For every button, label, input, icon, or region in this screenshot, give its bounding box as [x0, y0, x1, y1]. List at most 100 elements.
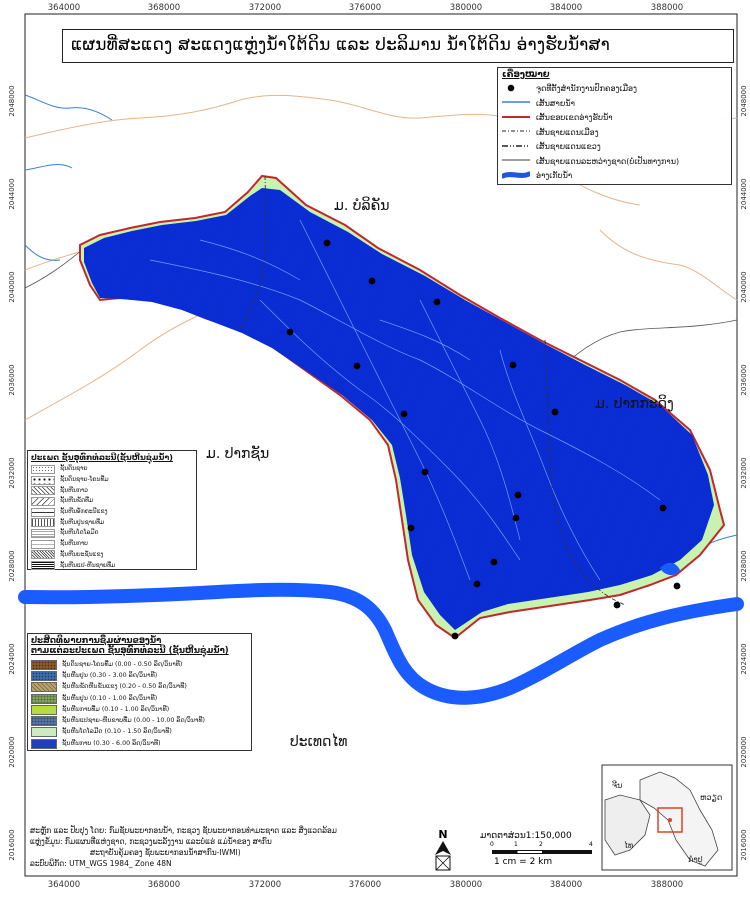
y-tick-label: 2028000: [740, 550, 748, 581]
inset-label: ກຳປູ: [688, 855, 703, 865]
y-tick-label: 2020000: [8, 736, 16, 767]
yield-legend-item: ຊັ້ນຫີນກາບ (0.30 - 6.00 ລິດ/ວິນາທີ): [31, 738, 248, 749]
yield-legend-label: ຊັ້ນຫີນປູນ (0.30 - 3.00 ລິດ/ວິນາທີ): [62, 671, 158, 679]
scale-tick: 0: [490, 841, 494, 848]
pattern-swatch-icon: [31, 528, 55, 538]
scale-label: ມາດຕາສ່ວນ1:150,000: [480, 831, 572, 841]
legend-item: ເສັ້ນຊາຍແດນເມືອງ: [502, 126, 727, 141]
x-tick-label: 376000: [349, 880, 381, 890]
region-label-north: ມ. ບໍລິຄັນ: [334, 196, 389, 214]
y-tick-label: 2024000: [8, 643, 16, 674]
settlement-dot: [490, 558, 498, 566]
settlement-dot: [473, 580, 481, 588]
color-swatch-icon: [31, 738, 57, 749]
pattern-swatch-icon: [31, 550, 55, 560]
settlement-dot: [551, 408, 559, 416]
north-arrow: N: [432, 828, 454, 874]
scale-equivalence: 1 cm = 2 km: [494, 857, 553, 867]
aquifer-legend-item: ຊັ້ນຫີນກາບ: [31, 539, 193, 550]
pattern-swatch-icon: [31, 486, 55, 496]
legend-label: ເສັ້ນຊາຍແດນແຂວງ: [536, 142, 601, 152]
legend-label: ຈຸດທີ່ຕັ້ງສຳນັກງານປົກຄອງເມືອງ: [536, 84, 637, 94]
yield-legend-item: ຊັ້ນຫີນກາບທີ່ມ (0.10 - 1.00 ລິດ/ວິນາທີ): [31, 704, 248, 715]
x-tick-label: 384000: [550, 880, 582, 890]
credits-box: ສະຫຼັກ ແລະ ປັບປຸງ ໂດຍ: ກົມຊັບພະຍາກອນນ້ຳ,…: [27, 825, 419, 875]
legend-symbol-icon: [502, 142, 530, 153]
aquifer-legend-label: ຊັ້ນດິນຊາຍ-ໂຄນທີ່ມ: [60, 476, 109, 484]
legend-symbol-icon: [502, 84, 530, 95]
legend-symbol-icon: [502, 127, 530, 138]
streams: [149, 219, 661, 581]
y-ticks-left: 2016000202000020240002028000203200020360…: [8, 85, 16, 860]
pattern-swatch-icon: [31, 475, 55, 485]
x-tick-label: 376000: [349, 3, 381, 13]
legend-item: ເສັ້ນສາຍນ້ຳ: [502, 97, 727, 112]
pattern-swatch-icon: [31, 561, 55, 571]
credits-line: ລະບົບພິກັດ: UTM_WGS 1984_ Zone 48N: [30, 859, 172, 868]
aquifer-legend-item: ຊັ້ນຫີນຂັດທີ່ມ: [31, 496, 193, 507]
color-swatch-icon: [31, 670, 57, 681]
region-label-east: ມ. ປາກກະດິງ: [595, 394, 674, 412]
y-tick-label: 2048000: [740, 85, 748, 116]
y-tick-label: 2028000: [8, 550, 16, 581]
legend-item: ຈຸດທີ່ຕັ້ງສຳນັກງານປົກຄອງເມືອງ: [502, 82, 727, 97]
north-arrow-icon: [435, 841, 451, 871]
y-ticks-right: 2016000202000020240002028000203200020360…: [740, 85, 748, 860]
north-letter: N: [438, 828, 448, 841]
aquifer-legend-item: ຊັ້ນຫີນອັກຄະນີແຂງ: [31, 507, 193, 518]
legend-label: ເສັ້ນຂອບເຂດອ່າງຮັບນ້ຳ: [536, 113, 613, 123]
inset-label: ຈີນ: [612, 780, 622, 790]
legend-label: ເສັ້ນຊາຍແດນລະຫວ່າງຊາດ(ບໍ່ເປັນທາງການ): [536, 156, 680, 166]
yield-legend-item: ຊັ້ນຫີນປູນ (0.30 - 3.00 ລິດ/ວິນາທີ): [31, 670, 248, 681]
legend-item: ເສັ້ນຂອບເຂດອ່າງຮັບນ້ຳ: [502, 111, 727, 126]
legend-symbol-icon: [502, 98, 530, 109]
inset-map[interactable]: ຈີນ ຫວຽດ ໄທ ກຳປູ: [601, 764, 733, 871]
settlement-dot: [659, 504, 667, 512]
aquifer-legend-label: ຊັ້ນດິນຊາຍ: [60, 465, 88, 473]
settlement-dot: [368, 277, 376, 285]
yield-legend-subtitle: ຕາມແຕ່ລະປະເພດ ຊັ້ນອຸທົກທໍລະນີ (ຊັ້ນຫີນຊຸ…: [31, 646, 229, 656]
yield-legend-item: ຊັ້ນຫີນແປຊາຍ-ຫີນຂາບທີ່ມ (0.00 - 10.00 ລິ…: [31, 715, 248, 727]
y-tick-label: 2020000: [740, 736, 748, 767]
settlement-dot: [673, 582, 681, 590]
x-tick-label: 380000: [450, 3, 482, 13]
x-tick-label: 388000: [651, 3, 683, 13]
x-tick-label: 372000: [249, 3, 281, 13]
yield-legend-label: ຊັ້ນດິນຊາຍ-ໂຄນທີ່ມ (0.00 - 0.50 ລິດ/ວິນາ…: [62, 660, 183, 668]
legend-label: ເສັ້ນຊາຍແດນເມືອງ: [536, 127, 599, 137]
settlement-dots[interactable]: [286, 239, 681, 640]
yield-legend-item: ຊັ້ນຫີນໂດໂລມີດ (0.10 - 1.50 ລິດ/ວິນາທີ): [31, 727, 248, 738]
aquifer-legend-item: ຊັ້ນຫີນແປ-ຫີນຊາຍທີ່ມ: [31, 560, 193, 571]
settlement-dot: [613, 601, 621, 609]
scale-box: ມາດຕາສ່ວນ1:150,000 0 1 2 4 1 cm = 2 km: [470, 827, 610, 875]
x-tick-label: 368000: [148, 880, 180, 890]
color-swatch-icon: [31, 693, 57, 704]
y-tick-label: 2036000: [8, 364, 16, 395]
color-swatch-icon: [31, 727, 57, 738]
legend-symbol-icon: [502, 113, 530, 124]
yield-legend-label: ຊັ້ນຫີນແປຊາຍ-ຫີນຂາບທີ່ມ (0.00 - 10.00 ລິ…: [62, 717, 205, 725]
map-title: ແຜນທີ່ສະແດງ ສະແດງແຫຼ່ງນ້ຳໃຕ້ດິນ ແລະ ປະລິ…: [62, 29, 734, 63]
yield-legend-label: ຊັ້ນຫີນກາບທີ່ມ (0.10 - 1.00 ລິດ/ວິນາທີ): [62, 705, 170, 713]
yield-legend-item: ຊັ້ນດິນຊາຍ-ໂຄນທີ່ມ (0.00 - 0.50 ລິດ/ວິນາ…: [31, 659, 248, 670]
x-tick-label: 368000: [148, 3, 180, 13]
legend-label: ເສັ້ນສາຍນ້ຳ: [536, 98, 575, 108]
settlement-dot: [509, 361, 517, 369]
y-tick-label: 2044000: [8, 178, 16, 209]
y-tick-label: 2040000: [8, 271, 16, 302]
region-label-west: ມ. ປາກຊັນ: [206, 446, 269, 462]
legend-item: ເສັ້ນຊາຍແດນແຂວງ: [502, 140, 727, 155]
scale-tick: 2: [539, 841, 543, 848]
reservoir: [660, 562, 680, 576]
aquifer-legend-label: ຊັ້ນຫີນຂັດທີ່ມ: [60, 497, 94, 505]
y-tick-label: 2040000: [740, 271, 748, 302]
legend-symbol-icon: [502, 171, 532, 182]
aquifer-legend-item: ຊັ້ນຫີນກາວ: [31, 485, 193, 496]
settlement-dot: [353, 362, 361, 370]
legend-box: ເຄື່ອງໝາຍ ຈຸດທີ່ຕັ້ງສຳນັກງານປົກຄອງເມືອງເ…: [497, 67, 732, 185]
credits-line: ສະຖາບັນຄຸ້ມຄອງ ຊັບພະຍາກອນນ້ຳສາກົນ-IWMI): [90, 848, 241, 857]
aquifer-legend-item: ຊັ້ນຫີນບະຊັນແຂງ: [31, 550, 193, 561]
aquifer-legend-item: ຊັ້ນດິນຊາຍ-ໂຄນທີ່ມ: [31, 475, 193, 486]
color-swatch-icon: [31, 716, 57, 727]
